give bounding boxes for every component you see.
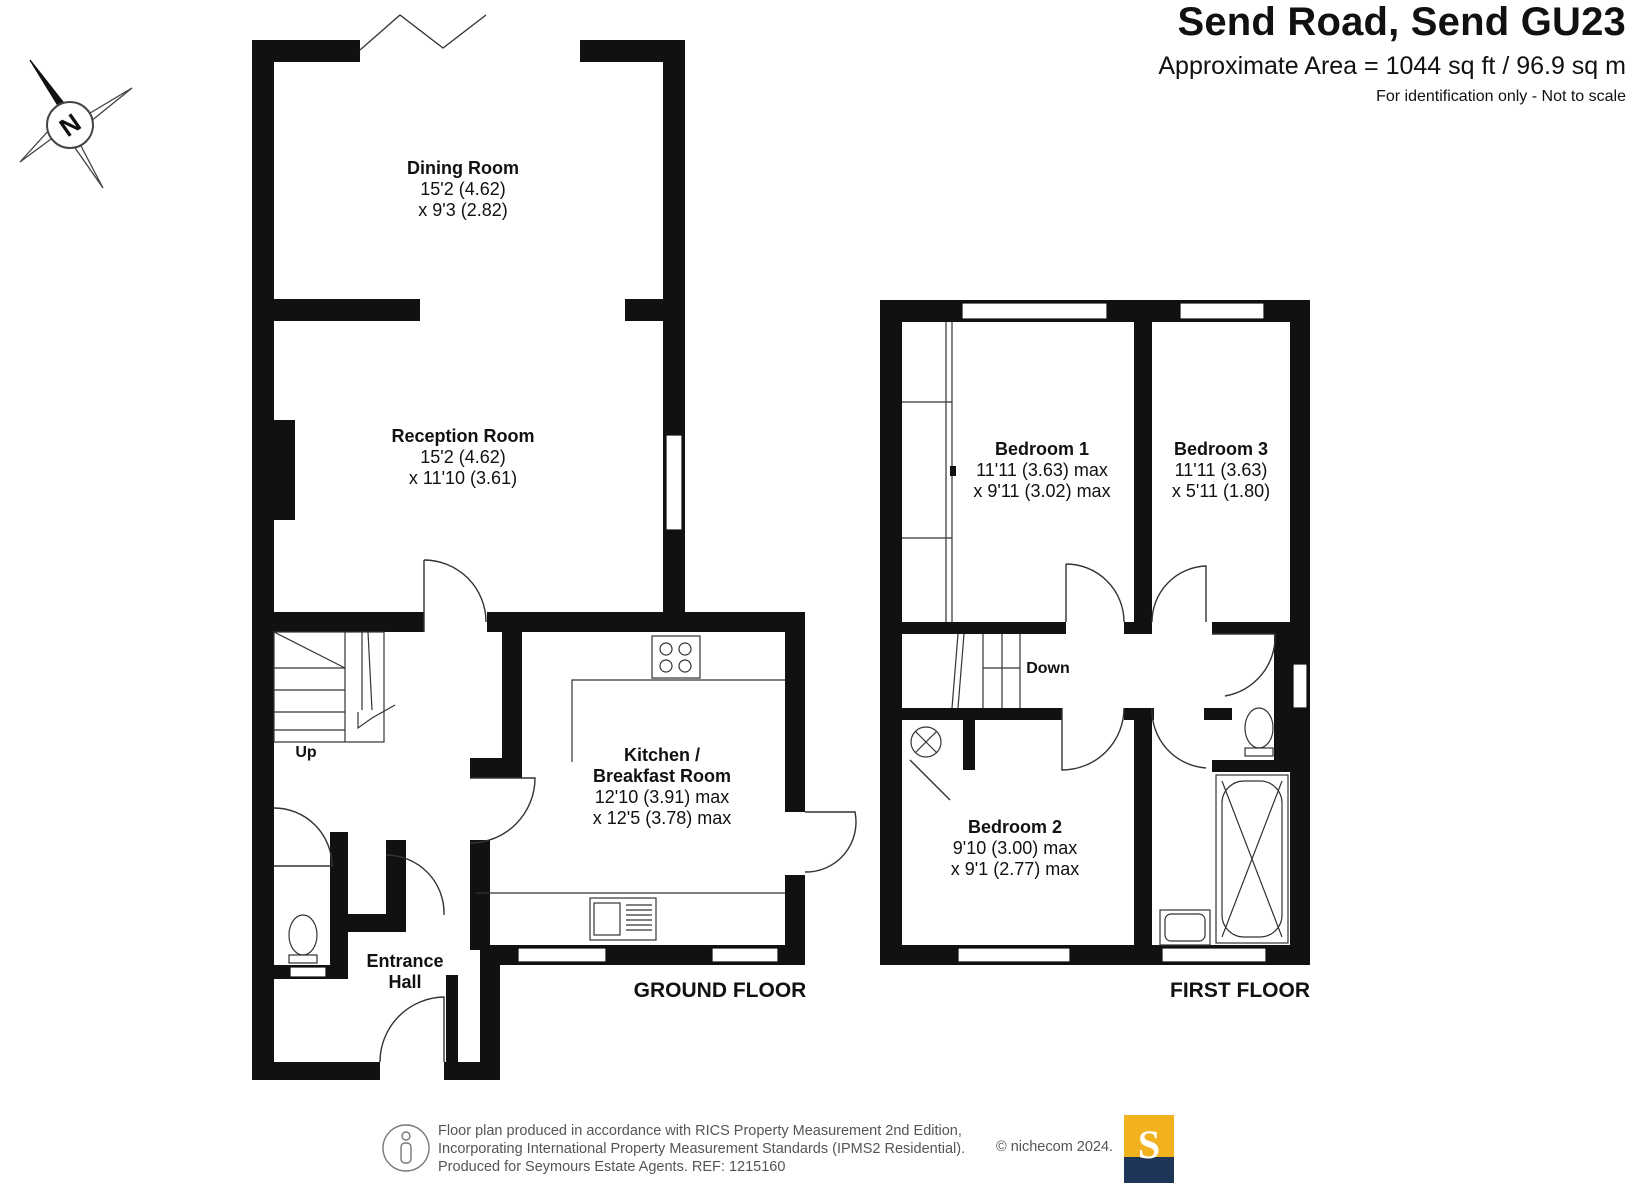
first-stairs bbox=[951, 633, 1021, 709]
reception-room-name: Reception Room bbox=[391, 426, 534, 446]
bedroom3-name: Bedroom 3 bbox=[1174, 439, 1268, 459]
agent-logo: S bbox=[1124, 1115, 1174, 1183]
stairs-down-label: Down bbox=[1026, 660, 1070, 677]
ground-stairs bbox=[273, 631, 396, 743]
footer-line2: Incorporating International Property Mea… bbox=[438, 1141, 966, 1157]
cylinder-icon bbox=[910, 726, 942, 758]
bedroom2-dim1: 9'10 (3.00) max bbox=[953, 838, 1078, 858]
ipms-person-icon bbox=[382, 1124, 430, 1172]
compass-icon: N bbox=[19, 59, 133, 189]
first-doors bbox=[909, 563, 1276, 801]
bedroom1-dim1: 11'11 (3.63) max bbox=[976, 460, 1108, 480]
entrance-hall-name-line2: Hall bbox=[388, 972, 421, 992]
ground-floor-label: GROUND FLOOR bbox=[634, 979, 807, 1002]
footer-line1: Floor plan produced in accordance with R… bbox=[438, 1123, 962, 1139]
ground-floor-windows bbox=[289, 434, 779, 978]
kitchen-fittings bbox=[476, 635, 785, 894]
dining-room-dim1: 15'2 (4.62) bbox=[420, 179, 506, 199]
kitchen-name-line1: Kitchen / bbox=[624, 745, 700, 765]
first-floor-walls bbox=[880, 300, 1310, 965]
ground-doors bbox=[273, 559, 857, 1063]
copyright-text: © nichecom 2024. bbox=[996, 1139, 1114, 1155]
kitchen-dim1: 12'10 (3.91) max bbox=[595, 787, 730, 807]
logo-letter: S bbox=[1137, 1122, 1161, 1167]
wardrobe bbox=[902, 322, 953, 622]
entrance-hall-name-line1: Entrance bbox=[366, 951, 443, 971]
footer-line3: Produced for Seymours Estate Agents. REF… bbox=[438, 1159, 786, 1175]
approximate-area: Approximate Area = 1044 sq ft / 96.9 sq … bbox=[1158, 52, 1626, 80]
property-title: Send Road, Send GU23 bbox=[1177, 0, 1626, 44]
reception-room-dim1: 15'2 (4.62) bbox=[420, 447, 506, 467]
bedroom1-name: Bedroom 1 bbox=[995, 439, 1089, 459]
bedroom2-name: Bedroom 2 bbox=[968, 817, 1062, 837]
kitchen-dim2: x 12'5 (3.78) max bbox=[593, 808, 732, 828]
ground-toilet-icon bbox=[288, 914, 318, 964]
ground-floor-walls bbox=[252, 40, 805, 1080]
kitchen-name-line2: Breakfast Room bbox=[593, 766, 731, 786]
bathroom-fittings bbox=[1159, 707, 1289, 946]
scale-note: For identification only - Not to scale bbox=[1376, 88, 1626, 105]
kitchen-sink-icon bbox=[589, 897, 657, 941]
bedroom3-dim2: x 5'11 (1.80) bbox=[1172, 481, 1270, 501]
reception-room-dim2: x 11'10 (3.61) bbox=[409, 468, 517, 488]
bedroom1-dim2: x 9'11 (3.02) max bbox=[973, 481, 1110, 501]
dining-room-name: Dining Room bbox=[407, 158, 519, 178]
bedroom3-dim1: 11'11 (3.63) bbox=[1175, 460, 1268, 480]
bedroom2-dim2: x 9'1 (2.77) max bbox=[951, 859, 1080, 879]
stairs-up-label: Up bbox=[295, 744, 317, 761]
first-floor-label: FIRST FLOOR bbox=[1170, 979, 1310, 1002]
first-floor-windows bbox=[957, 302, 1308, 963]
dining-room-dim2: x 9'3 (2.82) bbox=[418, 200, 507, 220]
footer-text: Floor plan produced in accordance with R… bbox=[438, 1122, 965, 1176]
